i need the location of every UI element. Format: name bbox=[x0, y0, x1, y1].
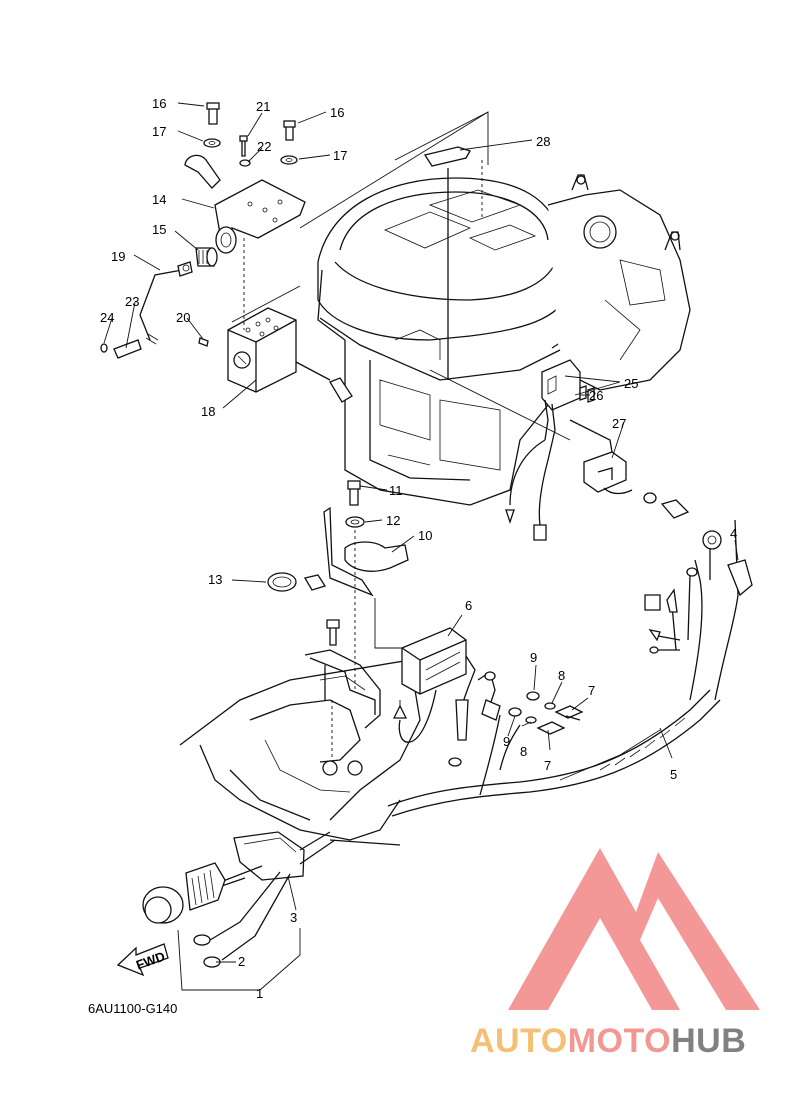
cdi-unit bbox=[429, 359, 690, 541]
callout-22: 22 bbox=[257, 139, 271, 154]
watermark-moto: MOTO bbox=[568, 1022, 671, 1060]
callout-numbers: 16 17 21 22 16 17 28 14 15 19 23 24 20 1… bbox=[100, 96, 737, 1001]
bracket-assembly bbox=[100, 102, 353, 403]
watermark-wordmark: AUTOMOTOHUB bbox=[470, 1022, 746, 1060]
wire-harness bbox=[387, 519, 753, 817]
callout-8a: 8 bbox=[558, 668, 565, 683]
callout-27: 27 bbox=[612, 416, 626, 431]
callout-19: 19 bbox=[111, 249, 125, 264]
bottom-cowling-panel bbox=[179, 649, 421, 846]
decal-part bbox=[423, 146, 483, 380]
callout-9a: 9 bbox=[530, 650, 537, 665]
callout-9b: 9 bbox=[503, 734, 510, 749]
callout-16b: 16 bbox=[330, 105, 344, 120]
hardware-parts bbox=[508, 691, 584, 735]
callout-14: 14 bbox=[152, 192, 166, 207]
callout-17a: 17 bbox=[152, 124, 166, 139]
callout-8b: 8 bbox=[520, 744, 527, 759]
callout-10: 10 bbox=[418, 528, 432, 543]
fwd-label: FWD bbox=[134, 948, 167, 972]
callout-2: 2 bbox=[238, 954, 245, 969]
rectifier-regulator bbox=[398, 627, 501, 767]
callout-11: 11 bbox=[389, 483, 403, 498]
watermark-hub: HUB bbox=[671, 1022, 746, 1060]
callout-7b: 7 bbox=[544, 758, 551, 773]
leader-lines bbox=[103, 102, 739, 991]
callout-5: 5 bbox=[670, 767, 677, 782]
callout-25: 25 bbox=[624, 376, 638, 391]
callout-26: 26 bbox=[589, 388, 603, 403]
main-harness-lower bbox=[116, 831, 336, 977]
callout-13: 13 bbox=[208, 572, 222, 587]
callout-18: 18 bbox=[201, 404, 215, 419]
callout-3: 3 bbox=[290, 910, 297, 925]
callout-15: 15 bbox=[152, 222, 166, 237]
callout-20: 20 bbox=[176, 310, 190, 325]
svg-text:AUTOMOTOHUB: AUTOMOTOHUB bbox=[470, 1022, 746, 1060]
callout-23: 23 bbox=[125, 294, 139, 309]
callout-12: 12 bbox=[386, 513, 400, 528]
watermark-logo-mark bbox=[508, 848, 760, 1010]
callout-7a: 7 bbox=[588, 683, 595, 698]
watermark-auto: AUTO bbox=[470, 1022, 568, 1060]
callout-17b: 17 bbox=[333, 148, 347, 163]
callout-4: 4 bbox=[730, 526, 737, 541]
callout-24: 24 bbox=[100, 310, 114, 325]
callout-21: 21 bbox=[256, 99, 270, 114]
diagram-code: 6AU1100-G140 bbox=[88, 1001, 177, 1016]
callout-28: 28 bbox=[536, 134, 550, 149]
callout-6: 6 bbox=[465, 598, 472, 613]
mounting-plate bbox=[267, 480, 409, 719]
engine-assembly bbox=[231, 111, 691, 506]
callout-16a: 16 bbox=[152, 96, 166, 111]
callout-1: 1 bbox=[256, 986, 263, 1001]
